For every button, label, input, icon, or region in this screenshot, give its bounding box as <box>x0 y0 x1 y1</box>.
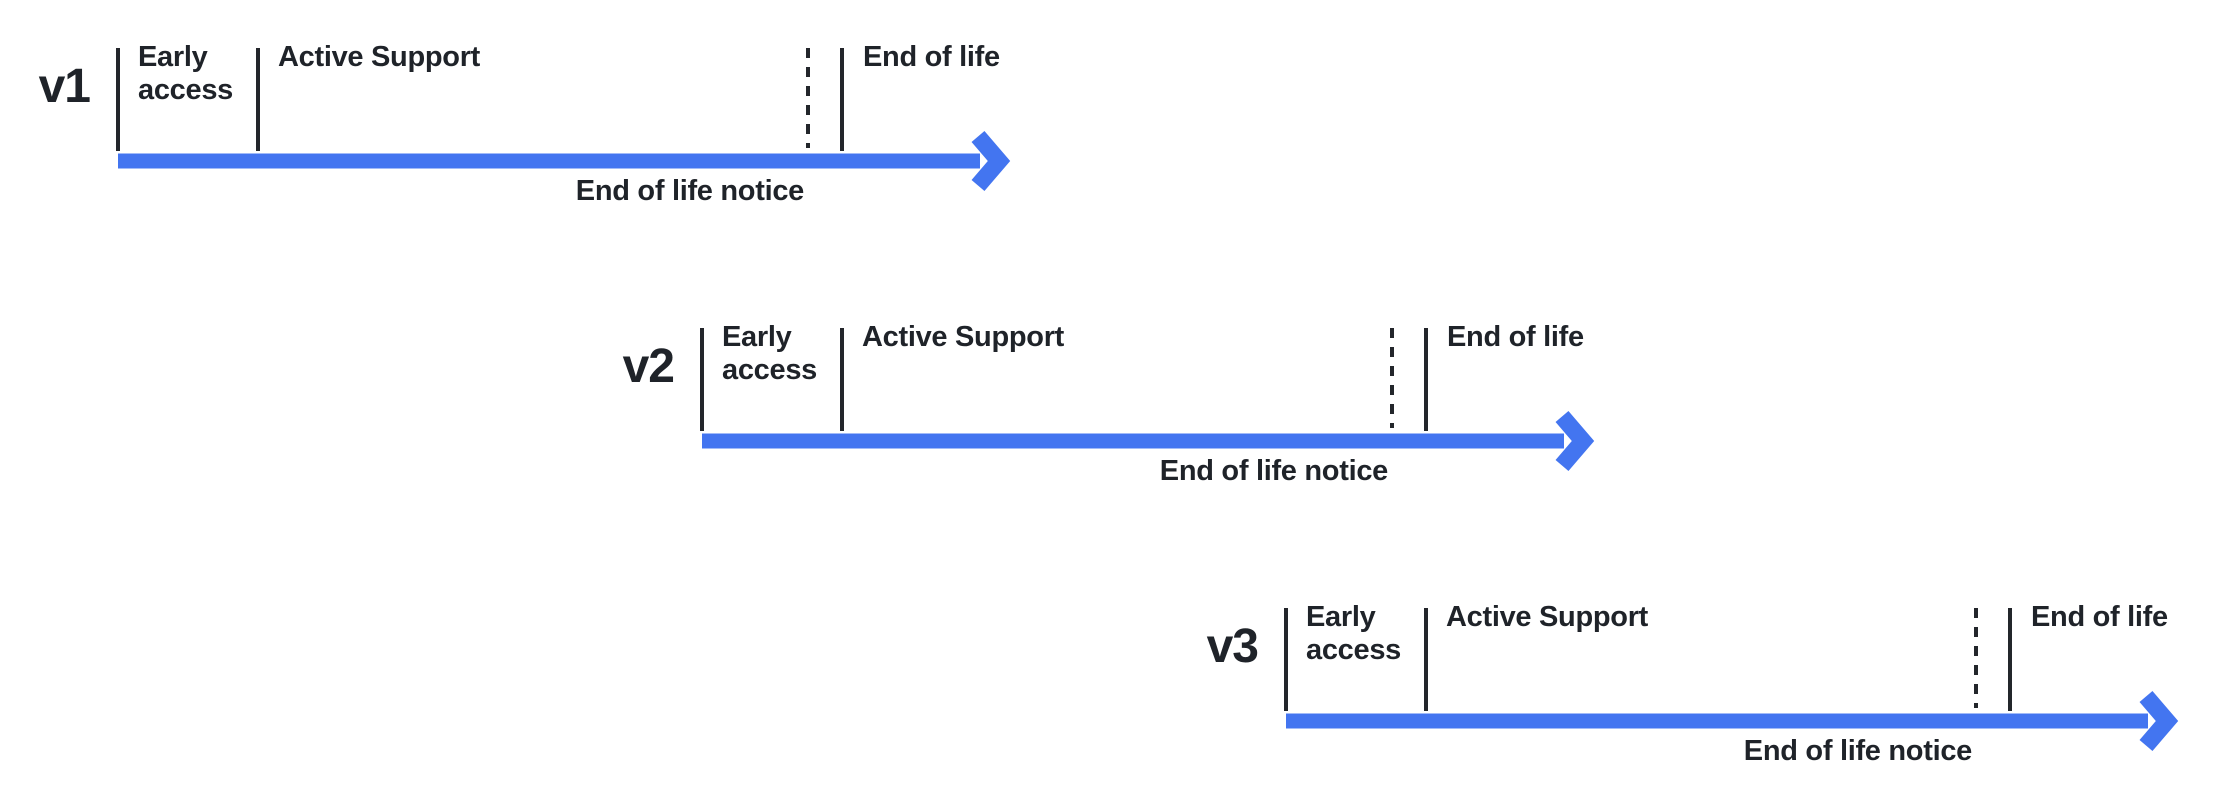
timeline-v3: v3 Early access Active Support End of li… <box>1207 601 2196 812</box>
tick-active-support-start <box>840 328 844 431</box>
phase-label-end-of-life: End of life <box>863 41 1000 73</box>
tick-eol-notice-dashed <box>1390 328 1394 428</box>
tick-eol-notice-dashed <box>806 48 810 148</box>
phase-label-active-support: Active Support <box>862 321 1065 353</box>
version-label-v3: v3 <box>1206 620 1259 673</box>
tick-active-support-start <box>1424 608 1428 711</box>
timeline-arrow <box>702 410 1595 472</box>
tick-end-of-life <box>2008 608 2012 711</box>
tick-end-of-life <box>1424 328 1428 431</box>
phase-label-active-support: Active Support <box>278 41 481 73</box>
tick-early-access-start <box>116 48 120 151</box>
tick-early-access-start <box>1284 608 1288 711</box>
version-label-v1: v1 <box>38 60 91 113</box>
eol-notice-label: End of life notice <box>1159 455 1389 487</box>
tick-end-of-life <box>840 48 844 151</box>
version-label-v2: v2 <box>622 340 675 393</box>
timeline-arrow <box>118 130 1011 192</box>
timeline-v1: v1 Early access Active Support End of li… <box>39 41 1028 278</box>
tick-early-access-start <box>700 328 704 431</box>
phase-label-active-support: Active Support <box>1446 601 1649 633</box>
phase-label-early-access: Early access <box>722 321 817 386</box>
timeline-arrow <box>1286 690 2179 752</box>
phase-label-early-access: Early access <box>1306 601 1401 666</box>
phase-label-end-of-life: End of life <box>2031 601 2168 633</box>
phase-label-end-of-life: End of life <box>1447 321 1584 353</box>
timeline-v2: v2 Early access Active Support End of li… <box>623 321 1612 558</box>
tick-active-support-start <box>256 48 260 151</box>
phase-label-early-access: Early access <box>138 41 233 106</box>
tick-eol-notice-dashed <box>1974 608 1978 708</box>
eol-notice-label: End of life notice <box>1743 735 1973 767</box>
eol-notice-label: End of life notice <box>575 175 805 207</box>
